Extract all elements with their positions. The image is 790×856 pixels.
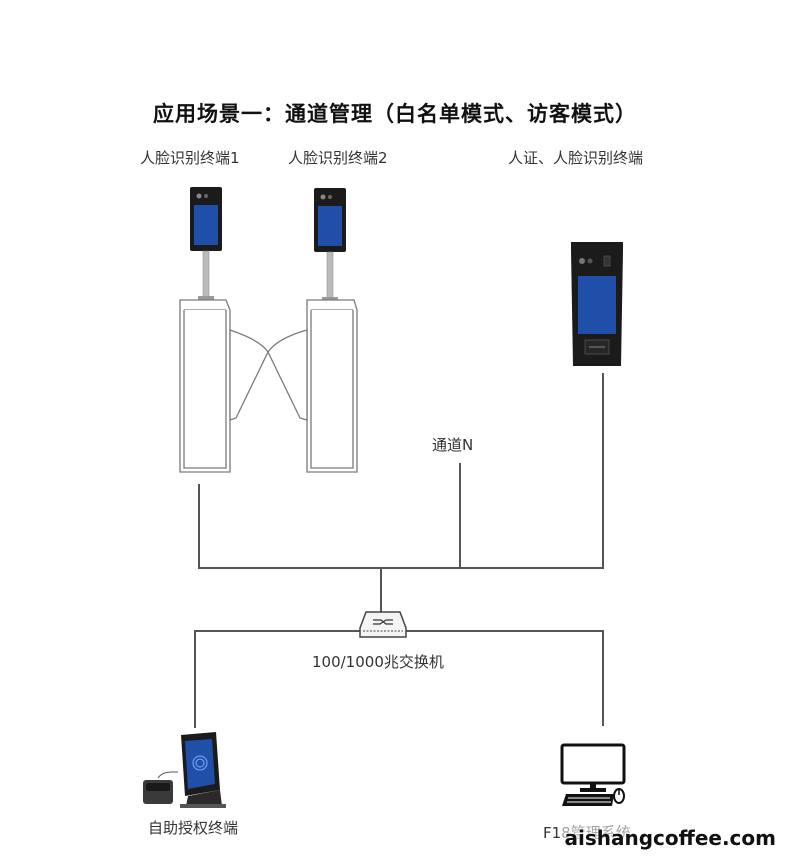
turnstile-icon <box>179 299 269 473</box>
id-face-terminal-icon <box>571 242 623 366</box>
fingerprint-terminal-icon <box>143 732 226 808</box>
face-terminal-icon <box>190 187 222 302</box>
label-auth-terminal: 自助授权终端 <box>148 819 239 837</box>
diagram-title: 应用场景一：通道管理（白名单模式、访客模式） <box>153 102 637 126</box>
line-switch-to-pc <box>406 630 604 726</box>
line-switch-to-auth <box>194 630 362 728</box>
label-channel: 通道N <box>432 436 474 454</box>
label-id-face-terminal: 人证、人脸识别终端 <box>508 149 644 167</box>
network-switch-icon <box>359 611 407 638</box>
label-terminal-1: 人脸识别终端1 <box>140 149 240 167</box>
turnstile-icon <box>267 299 358 473</box>
desktop-pc-icon <box>560 743 626 806</box>
watermark: aishangcoffee.com <box>560 826 780 850</box>
line-terminals-bus <box>198 373 604 569</box>
face-terminal-icon <box>314 188 346 303</box>
connection-lines <box>194 373 604 728</box>
label-terminal-2: 人脸识别终端2 <box>288 149 388 167</box>
label-switch: 100/1000兆交换机 <box>312 653 444 671</box>
